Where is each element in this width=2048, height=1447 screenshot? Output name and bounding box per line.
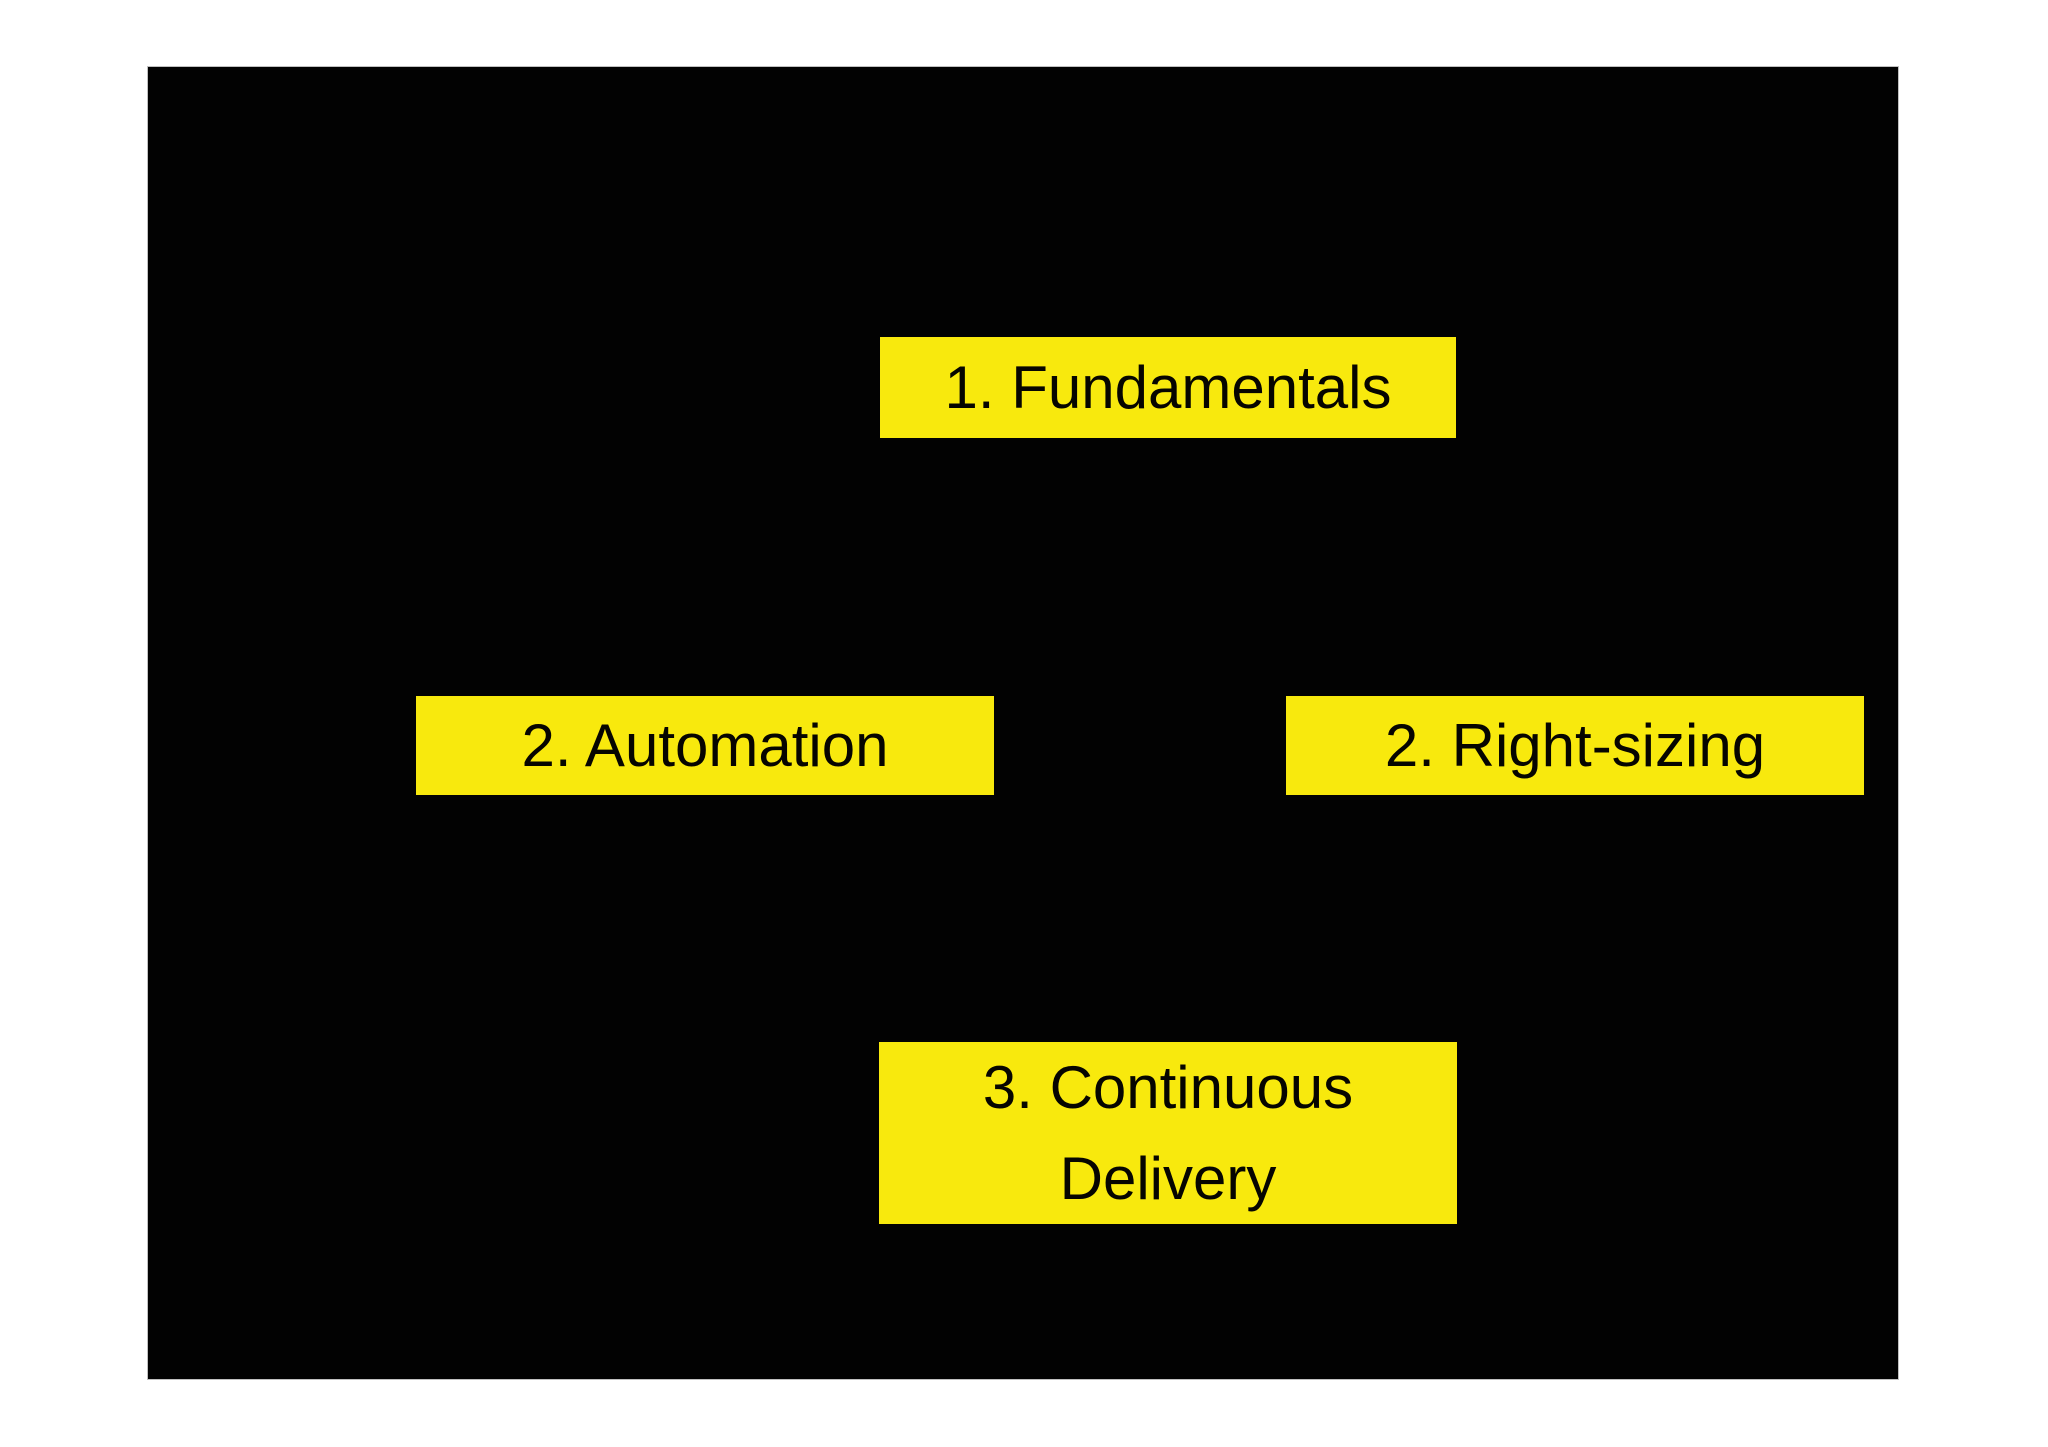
node-continuous-delivery: 3. Continuous Delivery: [879, 1042, 1457, 1224]
node-right-sizing: 2. Right-sizing: [1286, 696, 1864, 795]
node-right-sizing-label: 2. Right-sizing: [1384, 712, 1766, 779]
node-fundamentals-label: 1. Fundamentals: [944, 354, 1392, 421]
node-automation: 2. Automation: [416, 696, 994, 795]
node-continuous-delivery-label: 3. Continuous Delivery: [982, 1054, 1354, 1212]
node-fundamentals: 1. Fundamentals: [880, 337, 1456, 438]
node-automation-label: 2. Automation: [521, 712, 889, 779]
slide-canvas: 1. Fundamentals 2. Automation 2. Right-s…: [147, 66, 1899, 1380]
